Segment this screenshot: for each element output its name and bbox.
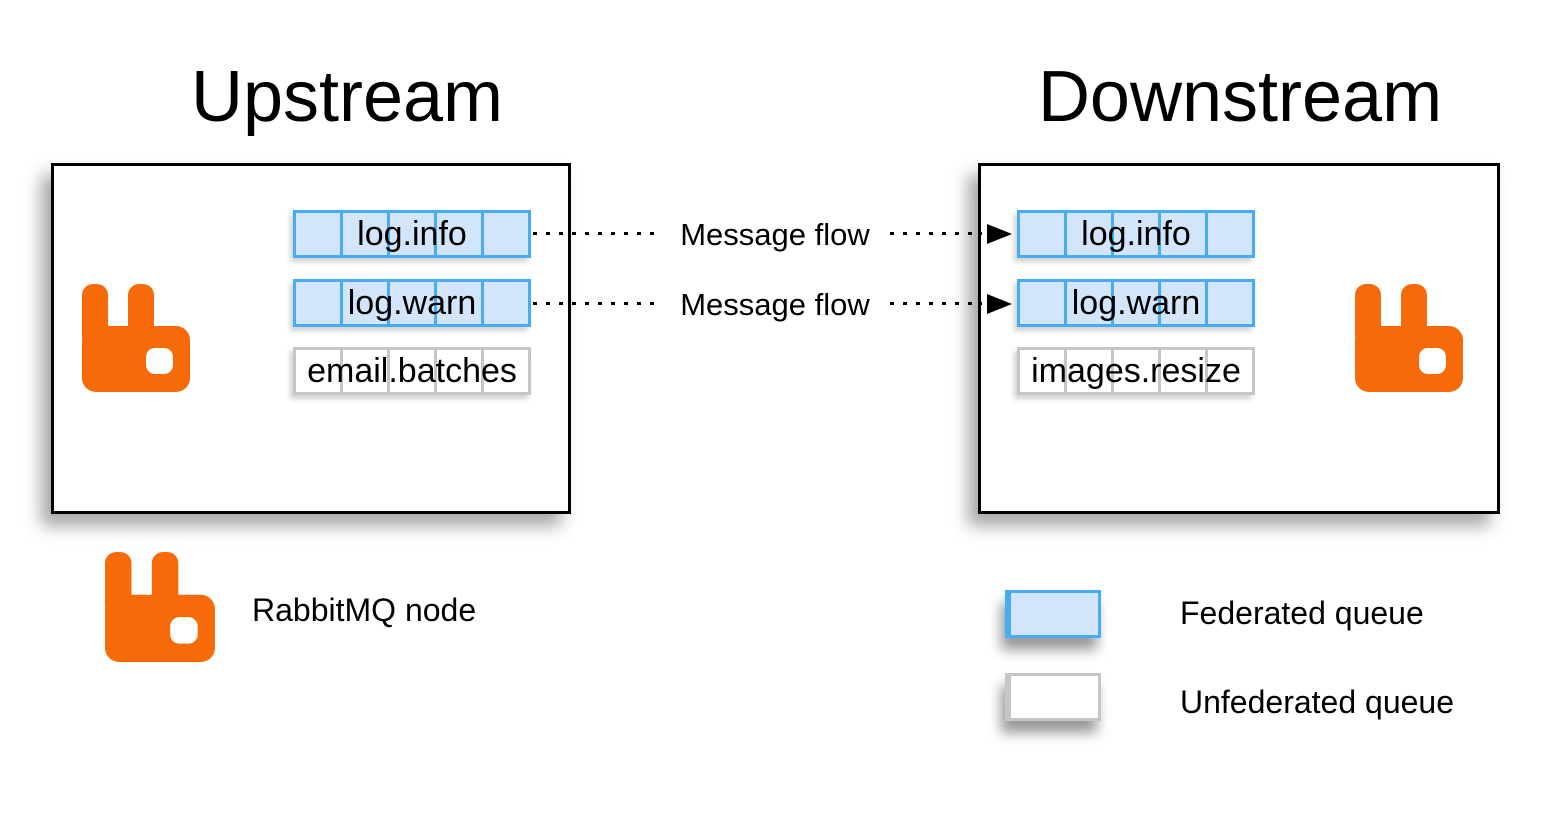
queue-cells — [296, 213, 528, 255]
upstream-queue-log-warn: log.warn — [293, 279, 531, 327]
legend-node-label: RabbitMQ node — [252, 592, 477, 628]
dashed-line — [533, 232, 660, 235]
upstream-queue-email-batches: email.batches — [293, 347, 531, 395]
downstream-queue-log-info: log.info — [1017, 210, 1255, 258]
queue-label: log.warn — [347, 283, 477, 322]
legend-unfederated-label: Unfederated queue — [1180, 684, 1454, 720]
queue-label: log.warn — [1071, 283, 1201, 322]
downstream-queue-log-warn: log.warn — [1017, 279, 1255, 327]
queue-label: images.resize — [1031, 351, 1241, 390]
rabbitmq-node-icon — [82, 284, 190, 392]
upstream-queue-log-info: log.info — [293, 210, 531, 258]
downstream-queue-images-resize: images.resize — [1017, 347, 1255, 395]
dashed-line — [533, 302, 660, 305]
queue-cells — [1008, 593, 1098, 635]
queue-cells — [1008, 676, 1098, 718]
upstream-title: Upstream — [190, 57, 504, 137]
queue-label: log.info — [1081, 214, 1191, 253]
queue-label: email.batches — [307, 351, 517, 390]
flow-label: Message flow — [680, 217, 870, 252]
legend-rabbitmq-node-icon — [105, 552, 215, 662]
dashed-line — [890, 302, 982, 305]
legend-federated-swatch — [1005, 590, 1101, 638]
queue-cells — [1020, 213, 1252, 255]
rabbitmq-node-icon — [1355, 284, 1463, 392]
flow-label: Message flow — [680, 287, 870, 322]
downstream-title: Downstream — [1037, 57, 1443, 137]
legend-unfederated-swatch — [1005, 673, 1101, 721]
queue-cells — [1020, 350, 1252, 392]
queue-label: log.info — [357, 214, 467, 253]
queue-cells — [296, 350, 528, 392]
dashed-line — [890, 232, 982, 235]
arrowhead-icon — [987, 294, 1012, 314]
queue-cells — [1020, 282, 1252, 324]
legend-federated-label: Federated queue — [1180, 595, 1424, 631]
queue-cells — [296, 282, 528, 324]
arrowhead-icon — [987, 224, 1012, 244]
